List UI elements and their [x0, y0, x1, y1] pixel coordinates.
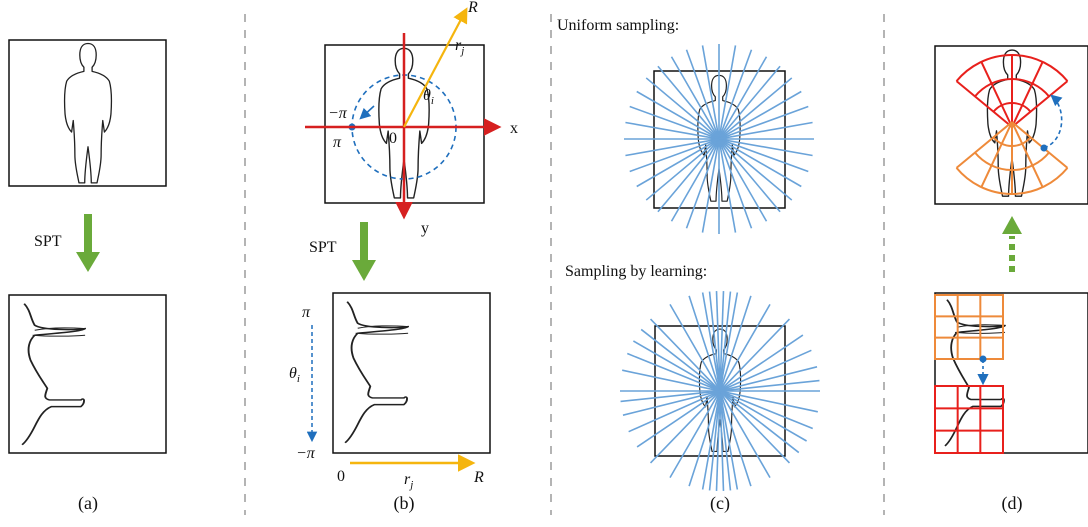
learned-sampling-rays — [620, 291, 820, 491]
radius-arrow — [403, 7, 468, 128]
grid-spoke — [1011, 121, 1069, 169]
svg-text:θi: θi — [289, 365, 300, 385]
grid-spoke — [980, 61, 1013, 128]
spt-label: SPT — [309, 239, 337, 256]
polar-direction-arrow — [359, 105, 375, 120]
grid-spoke — [1011, 80, 1069, 128]
r-axis-R-label: R — [473, 469, 484, 486]
panel-d: (d) — [934, 45, 1088, 514]
r-axis-label: r — [404, 471, 411, 488]
polar-image-frame — [332, 292, 491, 454]
theta-axis-label: θ — [289, 365, 297, 382]
grid-spoke — [1011, 121, 1044, 188]
sampling-ray — [625, 121, 813, 157]
caption-a: (a) — [78, 493, 98, 514]
uniform-sampling-label: Uniform sampling: — [557, 17, 679, 34]
grid-shift-dot — [979, 355, 987, 363]
grid-spoke — [955, 121, 1013, 169]
red-polar-grid — [955, 53, 1069, 128]
uniform-sampling-rays — [624, 44, 814, 234]
y-axis-label: y — [421, 220, 429, 237]
neg-pi-label: −π — [328, 105, 348, 122]
rj-subscript: j — [459, 45, 464, 57]
grid-spoke — [980, 121, 1013, 188]
theta-label: θ — [423, 87, 431, 104]
orange-polar-grid — [955, 121, 1069, 196]
rotation-start-dot — [1040, 144, 1048, 152]
svg-text:θi: θi — [423, 87, 434, 107]
grid-spoke — [1011, 61, 1044, 128]
sampling-ray — [620, 379, 820, 403]
x-axis-label: x — [510, 120, 518, 137]
R-label: R — [467, 0, 478, 16]
spt-arrow-down — [76, 214, 100, 272]
caption-c: (c) — [710, 493, 730, 514]
pi-label: π — [333, 134, 342, 151]
inverse-spt-arrow-up — [1002, 216, 1022, 272]
pi-top-label: π — [302, 304, 311, 321]
input-image-frame — [8, 39, 167, 187]
caption-b: (b) — [394, 493, 415, 514]
panel-a: SPT (a) — [8, 39, 167, 514]
rj-label: r — [455, 37, 462, 54]
origin-label: 0 — [389, 130, 397, 147]
grid-frame — [934, 385, 1004, 454]
grid-spoke — [955, 80, 1013, 128]
grid-arc — [955, 53, 1069, 82]
spt-label: SPT — [34, 233, 62, 250]
theta-axis-subscript: i — [297, 373, 300, 385]
theta-subscript: i — [431, 95, 434, 107]
panel-c: Uniform sampling: Sampling by learning: … — [557, 17, 820, 514]
red-cartesian-grid — [934, 385, 1004, 454]
r-axis-origin: 0 — [337, 468, 345, 485]
neg-pi-bottom-label: −π — [296, 445, 316, 462]
svg-text:rj: rj — [404, 471, 413, 491]
panel-b: x y 0 R rj θi −π π SPT π θi −π 0 rj R (b… — [289, 0, 518, 514]
r-axis-subscript: j — [408, 479, 413, 491]
svg-text:rj: rj — [455, 37, 464, 57]
grid-arc — [955, 167, 1069, 196]
grid-frame — [934, 294, 1004, 360]
spt-arrow-down — [352, 222, 376, 281]
rotation-arrow — [1043, 94, 1063, 149]
learning-sampling-label: Sampling by learning: — [565, 263, 707, 280]
caption-d: (d) — [1002, 493, 1023, 514]
orange-cartesian-grid — [934, 294, 1004, 360]
